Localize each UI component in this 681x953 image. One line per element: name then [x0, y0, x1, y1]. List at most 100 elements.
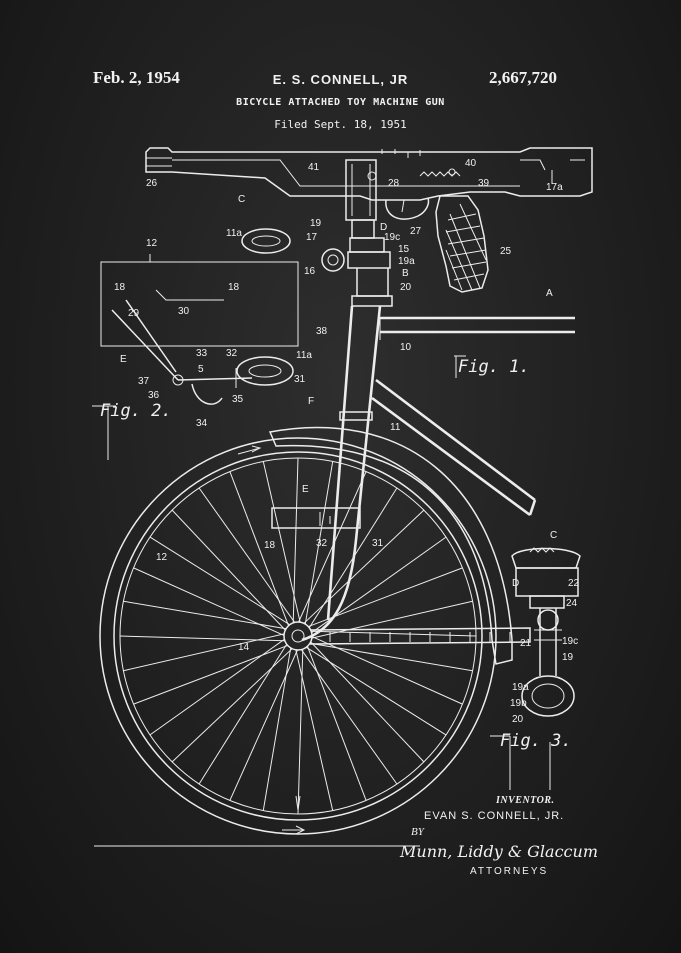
callout: 28 — [388, 178, 400, 189]
callout: 32 — [316, 538, 328, 549]
callout: 10 — [400, 342, 412, 353]
callout: 19c — [562, 636, 578, 647]
callout: 5 — [198, 364, 204, 375]
callout: 19c — [384, 232, 400, 243]
callout: 29 — [128, 308, 140, 319]
callout: 11a — [226, 228, 242, 239]
callout: 24 — [566, 598, 578, 609]
fork-drawing — [271, 159, 575, 651]
callout: D — [380, 222, 387, 233]
wheel-spoke — [311, 636, 463, 705]
inventor-heading: E. S. CONNELL, JR — [272, 72, 409, 87]
wheel-spoke — [119, 635, 285, 642]
wheel-spoke — [133, 567, 285, 636]
callout: 18 — [228, 282, 240, 293]
attorney-signature: Munn, Liddy & Glaccum — [400, 842, 598, 861]
callout: F — [308, 396, 314, 407]
patent-number: 2,667,720 — [489, 68, 557, 87]
callout: 11 — [390, 422, 401, 433]
callout: E — [120, 354, 127, 365]
wheel-spoke — [307, 646, 367, 801]
wheel-spoke — [297, 649, 304, 815]
callout: 22 — [568, 578, 580, 589]
callout: C — [238, 194, 245, 205]
wheel-spoke — [149, 638, 285, 736]
callout: 20 — [400, 282, 412, 293]
callout: 39 — [478, 178, 490, 189]
callout: 25 — [500, 246, 512, 257]
callout: A — [546, 288, 553, 299]
callout: B — [402, 268, 409, 279]
callout: D — [512, 578, 519, 589]
wheel-spoke — [171, 648, 293, 763]
callout: 11a — [296, 350, 312, 361]
wheel-spoke — [310, 641, 425, 763]
fig3-label: Fig. 3. — [500, 731, 572, 751]
callout: 17a — [546, 182, 563, 193]
callout: 17 — [306, 232, 318, 243]
callout: 26 — [146, 178, 158, 189]
fig2-underline — [92, 405, 116, 460]
fig1-label: Fig. 1. — [458, 357, 530, 377]
patent-title: BICYCLE ATTACHED TOY MACHINE GUN — [236, 97, 445, 108]
callout: 33 — [196, 348, 208, 359]
wheel-spoke — [292, 457, 299, 623]
wheel-spoke — [303, 509, 425, 624]
callout: 12 — [146, 238, 158, 249]
callout: 41 — [308, 162, 320, 173]
fig3-drawing — [511, 547, 581, 717]
fig2-label: Fig. 2. — [100, 401, 172, 421]
callout: E — [302, 484, 309, 495]
wheel-spoke — [300, 649, 398, 785]
callout: 19 — [562, 652, 574, 663]
callout: 27 — [410, 226, 422, 237]
callout: 19a — [512, 682, 529, 693]
fig3-underline — [490, 735, 551, 790]
callout-labels: 41 40 39 28 26 17a C 19 D 19c 17 15 19a … — [114, 158, 580, 725]
wheel-spoke — [308, 487, 398, 628]
callout: 19 — [310, 218, 322, 229]
attorneys-label: ATTORNEYS — [470, 866, 549, 877]
wheel-spoke — [308, 567, 463, 627]
callout: 34 — [196, 418, 208, 429]
callout: 15 — [398, 244, 410, 255]
toy-gun-drawing — [145, 147, 593, 293]
patent-date: Feb. 2, 1954 — [93, 68, 180, 87]
wheel-spoke — [133, 645, 288, 705]
callout: 19a — [398, 256, 415, 267]
callout: C — [550, 530, 557, 541]
inventor-label: INVENTOR. — [496, 795, 555, 806]
callout: 30 — [178, 306, 190, 317]
callout: 37 — [138, 376, 150, 387]
wheel-spoke — [229, 649, 298, 801]
wheel-drawing — [94, 426, 513, 847]
callout: 35 — [232, 394, 244, 405]
callout: 38 — [316, 326, 328, 337]
callout: 31 — [294, 374, 306, 385]
inventor-name: EVAN S. CONNELL, JR. — [424, 810, 565, 822]
wheel-spoke — [123, 633, 285, 672]
wheel-spoke — [229, 471, 289, 626]
wheel-spoke — [306, 646, 447, 736]
callout: 36 — [148, 390, 160, 401]
wheel-spoke — [198, 644, 288, 785]
callout: 16 — [304, 266, 316, 277]
fig2-drawing — [100, 228, 299, 405]
callout: 31 — [372, 538, 384, 549]
fig1-underline — [454, 355, 466, 378]
by-label: BY — [411, 826, 424, 838]
callout: 19b — [510, 698, 527, 709]
callout: 18 — [114, 282, 126, 293]
callout: 20 — [512, 714, 524, 725]
callout: 40 — [465, 158, 477, 169]
callout: 21 — [520, 638, 532, 649]
callout: 18 — [264, 540, 276, 551]
wheel-spoke — [311, 630, 477, 637]
wheel-spoke — [311, 600, 473, 639]
filed-date: Filed Sept. 18, 1951 — [274, 118, 407, 131]
wheel-spoke — [171, 509, 286, 631]
wheel-spoke — [295, 649, 334, 811]
callout: 14 — [238, 642, 250, 653]
